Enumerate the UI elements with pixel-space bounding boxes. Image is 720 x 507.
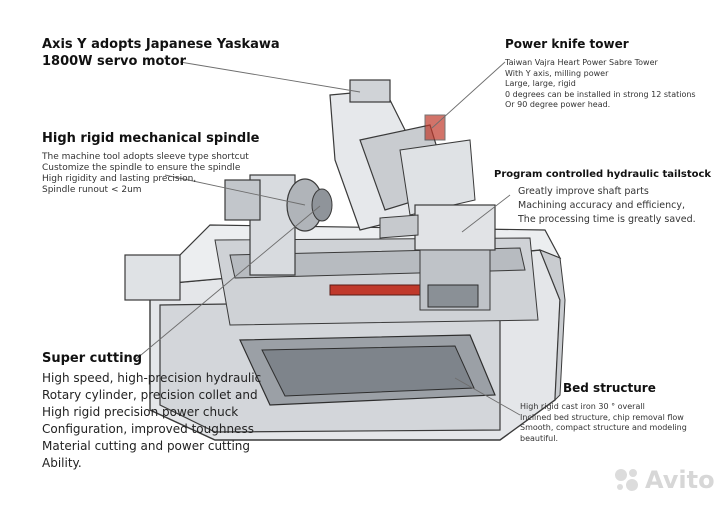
turret-slide: [399, 139, 476, 216]
avito-watermark-text: Avito: [645, 466, 715, 494]
super-cutting-desc-6: Ability.: [42, 456, 82, 470]
axis-y-title-line-1: Axis Y adopts Japanese Yaskawa: [42, 37, 280, 52]
bed-structure-desc-1: High rigid cast iron 30 ° overall: [520, 402, 645, 411]
avito-dots-icon: [615, 469, 638, 491]
callout-axis-y: Axis Y adopts Japanese Yaskawa 1800W ser…: [42, 36, 280, 70]
leader-spindle: [164, 174, 306, 206]
bed-structure-title: Bed structure: [563, 381, 656, 395]
tailstock-desc-1: Greatly improve shaft parts: [518, 186, 649, 197]
left-motor-box: [124, 254, 181, 301]
super-cutting-title: Super cutting: [42, 351, 143, 366]
super-cutting-desc-1: High speed, high-precision hydraulic: [42, 371, 262, 385]
super-cutting-desc-3: High rigid precision power chuck: [42, 405, 239, 419]
chip-tray-inner: [261, 345, 475, 397]
spindle-desc-2: Customize the spindle to ensure the spin…: [42, 163, 241, 173]
tailstock-desc-3: The processing time is greatly saved.: [518, 214, 696, 225]
super-cutting-desc-5: Material cutting and power cutting: [42, 439, 251, 453]
power-knife-title: Power knife tower: [505, 37, 629, 51]
super-cutting-desc-2: Rotary cylinder, precision collet and: [42, 388, 258, 402]
tailstock-body: [414, 204, 496, 251]
callout-tailstock: Program controlled hydraulic tailstock G…: [494, 168, 711, 227]
avito-watermark: Avito: [612, 466, 715, 494]
leader-power-knife: [431, 61, 506, 129]
callout-bed-structure: Bed structure High rigid cast iron 30 ° …: [520, 380, 687, 444]
leader-super-cutting: [134, 205, 321, 361]
spindle-desc-1: The machine tool adopts sleeve type shor…: [42, 152, 249, 162]
valve-block: [427, 284, 479, 308]
power-knife-desc-2: With Y axis, milling power: [505, 68, 609, 78]
axis-y-title-line-2: 1800W servo motor: [42, 54, 186, 69]
spindle-desc-4: Spindle runout < 2um: [42, 185, 142, 195]
tailstock-desc-2: Machining accuracy and efficiency,: [518, 200, 686, 211]
bed-structure-desc-3: Smooth, compact structure and modeling: [520, 423, 687, 432]
right-side-panel: [539, 249, 566, 402]
servo-motor: [349, 79, 391, 103]
spindle-desc-3: High rigidity and lasting precision,: [42, 174, 197, 184]
leader-bed-structure: [454, 377, 521, 416]
spindle-motor: [224, 179, 261, 221]
power-knife-desc-3: Large, large, rigid: [505, 79, 576, 88]
leader-tailstock: [461, 194, 511, 233]
spindle-chuck: [311, 188, 333, 222]
bed-structure-desc-2: Inclined bed structure, chip removal flo…: [520, 412, 684, 422]
tailstock-quill: [379, 214, 419, 239]
power-knife-desc-5: Or 90 degree power head.: [505, 100, 611, 109]
callout-power-knife-tower: Power knife tower Taiwan Vajra Heart Pow…: [505, 36, 696, 111]
callout-super-cutting: Super cutting High speed, high-precision…: [42, 350, 261, 472]
power-knife-desc-4: 0 degrees can be installed in strong 12 …: [505, 89, 696, 99]
leader-lines: [134, 61, 521, 416]
bed-structure-desc-4: beautiful.: [520, 433, 558, 443]
super-cutting-desc-4: Configuration, improved toughness: [42, 422, 254, 436]
feed-cylinder: [329, 284, 421, 296]
callout-spindle: High rigid mechanical spindle The machin…: [42, 130, 259, 196]
power-knife-desc-1: Taiwan Vajra Heart Power Sabre Tower: [505, 58, 658, 67]
leader-axis-y: [179, 61, 361, 93]
spindle-title: High rigid mechanical spindle: [42, 131, 260, 146]
tailstock-title: Program controlled hydraulic tailstock: [494, 169, 712, 180]
